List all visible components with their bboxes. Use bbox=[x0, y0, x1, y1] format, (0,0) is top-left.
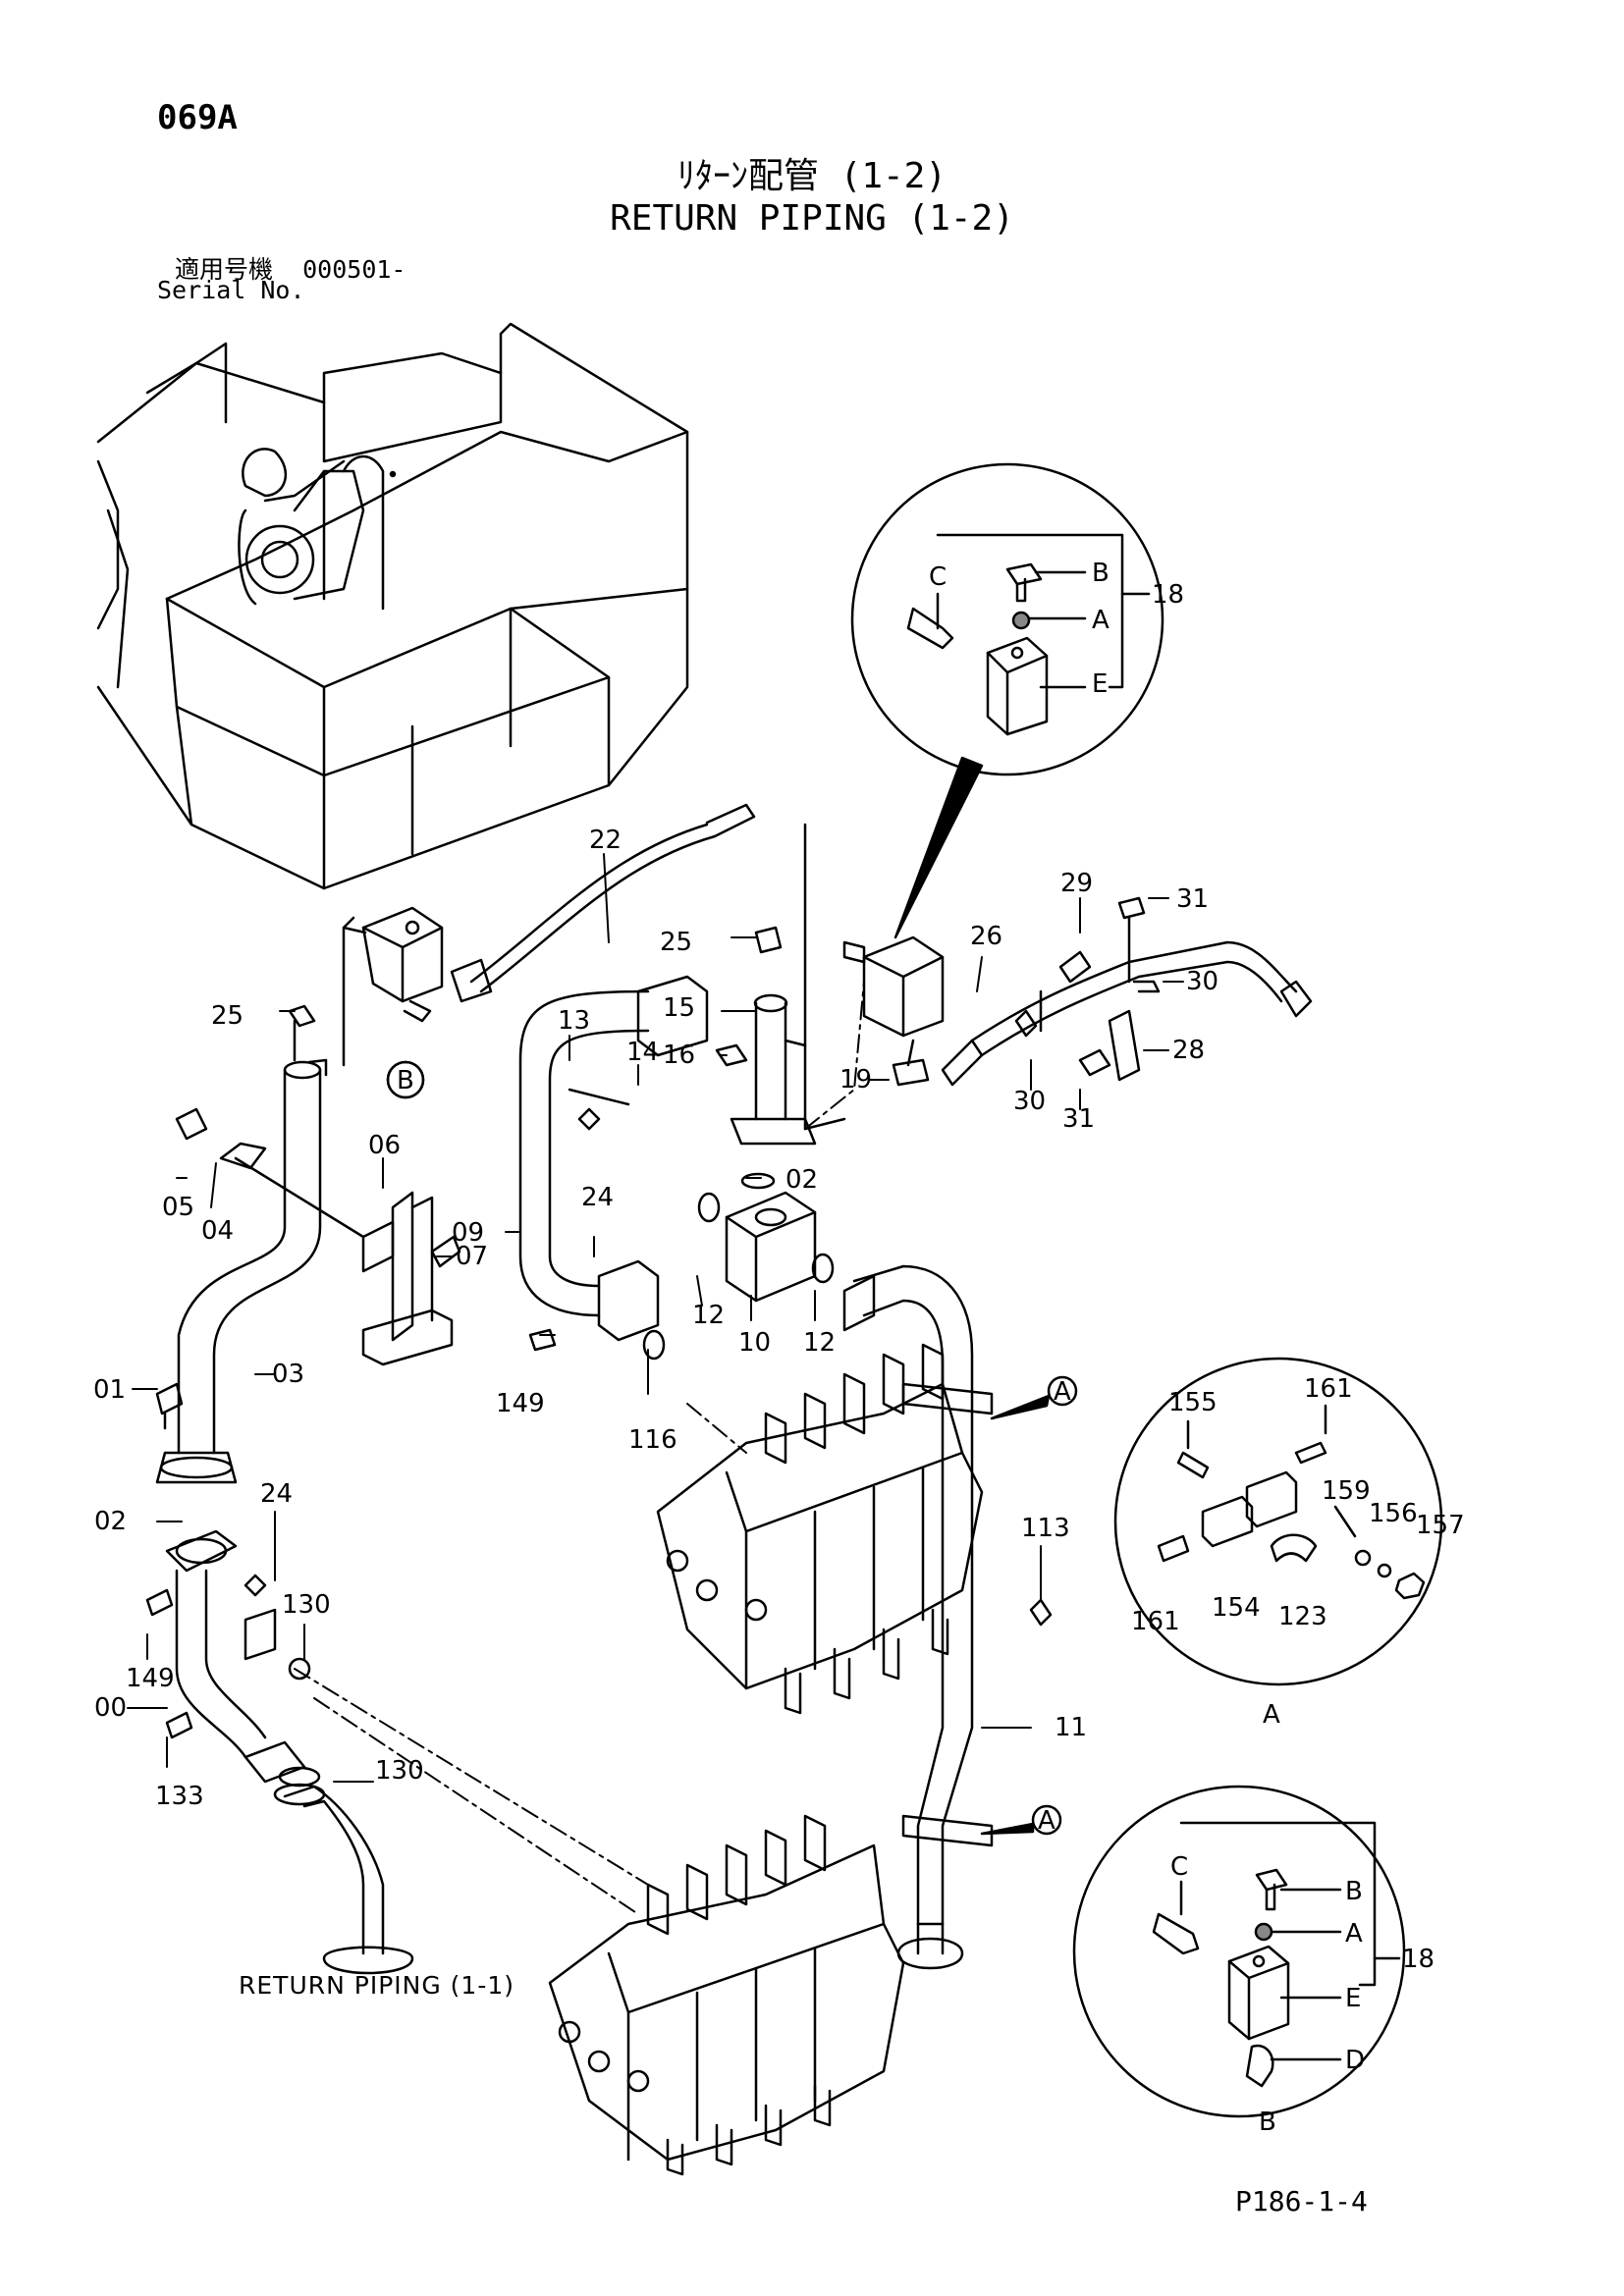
callout-19: 19 bbox=[839, 1065, 872, 1095]
serial-jp-text: 適用号機 bbox=[175, 255, 274, 284]
page-code: 069A bbox=[157, 98, 238, 137]
callout-30b: 30 bbox=[1013, 1087, 1046, 1116]
callout-149a: 149 bbox=[496, 1389, 545, 1418]
control-valve-upper bbox=[656, 1343, 984, 1715]
callout-30a: 30 bbox=[1186, 967, 1218, 996]
serial-number: 000501- bbox=[302, 255, 406, 284]
detail-a-label-159: 159 bbox=[1322, 1476, 1371, 1506]
callout-116: 116 bbox=[628, 1425, 677, 1455]
detail-a-label-161b: 161 bbox=[1131, 1607, 1180, 1636]
callout-22: 22 bbox=[589, 826, 622, 855]
callout-16: 16 bbox=[663, 1041, 695, 1070]
detail-b-top-letter-e: E bbox=[1092, 669, 1108, 699]
detail-b-top-letter-b: B bbox=[1092, 559, 1110, 588]
callout-09: 09 bbox=[452, 1218, 484, 1248]
callout-24a: 24 bbox=[581, 1183, 614, 1212]
callout-10: 10 bbox=[738, 1328, 771, 1358]
marker-a-1: A bbox=[1054, 1377, 1071, 1407]
detail-b-bottom-title: B bbox=[1259, 2108, 1276, 2137]
serial-label-en: Serial No. bbox=[157, 276, 305, 304]
detail-a-label-155: 155 bbox=[1168, 1388, 1218, 1417]
serial-label-jp: 適用号機 000501- bbox=[175, 250, 406, 286]
callout-25a: 25 bbox=[660, 928, 692, 957]
callout-29: 29 bbox=[1060, 869, 1093, 898]
detail-a-label-157: 157 bbox=[1416, 1511, 1465, 1540]
reference-return-piping-1-1: RETURN PIPING (1-1) bbox=[239, 1971, 515, 2000]
callout-06: 06 bbox=[368, 1131, 401, 1160]
callout-01: 01 bbox=[93, 1375, 126, 1405]
detail-a-title: A bbox=[1263, 1700, 1280, 1730]
callout-28: 28 bbox=[1172, 1036, 1205, 1065]
detail-b-bottom-letter-c: C bbox=[1170, 1852, 1188, 1882]
callout-00: 00 bbox=[94, 1693, 127, 1723]
marker-a-2: A bbox=[1038, 1806, 1056, 1836]
callout-07: 07 bbox=[456, 1242, 488, 1271]
detail-a-label-161a: 161 bbox=[1304, 1374, 1353, 1404]
pipe-00-assembly bbox=[145, 1529, 414, 1975]
detail-a: A 155 161 159 156 157 161 154 123 bbox=[1113, 1357, 1465, 1730]
callout-12b: 12 bbox=[803, 1328, 836, 1358]
machine-body bbox=[96, 322, 689, 890]
callout-15: 15 bbox=[663, 993, 695, 1023]
callout-03: 03 bbox=[272, 1360, 304, 1389]
callout-31b: 31 bbox=[1062, 1104, 1095, 1134]
footer-code: P186-1-4 bbox=[1235, 2185, 1368, 2217]
callout-04: 04 bbox=[201, 1216, 234, 1246]
callout-113: 113 bbox=[1021, 1514, 1070, 1543]
detail-b-bottom-letter-b: B bbox=[1345, 1877, 1363, 1906]
callout-130b: 130 bbox=[375, 1756, 424, 1786]
callout-149b: 149 bbox=[126, 1664, 175, 1693]
pipe-09-assembly bbox=[518, 975, 835, 1361]
callout-14: 14 bbox=[626, 1038, 659, 1067]
page-title-jp: ﾘﾀｰﾝ配管 (1-2) bbox=[677, 156, 947, 196]
detail-b-bottom-letter-a: A bbox=[1345, 1919, 1363, 1949]
detail-b-bottom-letter-d: D bbox=[1345, 2046, 1365, 2075]
detail-a-label-123: 123 bbox=[1278, 1602, 1327, 1631]
detail-b-bottom: B 18 C B A E D bbox=[1072, 1785, 1435, 2137]
page-title-en: RETURN PIPING (1-2) bbox=[610, 198, 1014, 239]
callout-numbers: 22 25 25 15 16 19 26 29 31 30 28 30 31 1… bbox=[93, 826, 1218, 1811]
control-valve-lower bbox=[548, 1814, 905, 2176]
filter-15-assembly bbox=[715, 823, 846, 1146]
callout-13: 13 bbox=[558, 1006, 590, 1036]
hose-26-assembly bbox=[842, 896, 1313, 1087]
marker-b: B bbox=[397, 1066, 414, 1095]
detail-a-label-154: 154 bbox=[1212, 1593, 1261, 1623]
detail-b-top-letter-c: C bbox=[929, 562, 947, 592]
callout-133: 133 bbox=[155, 1782, 204, 1811]
detail-b-bottom-part: 18 bbox=[1402, 1945, 1435, 1974]
callout-31a: 31 bbox=[1176, 884, 1209, 914]
callout-11: 11 bbox=[1055, 1713, 1087, 1742]
callout-02b: 02 bbox=[94, 1507, 127, 1536]
callout-02a: 02 bbox=[785, 1165, 818, 1195]
detail-b-top-letter-a: A bbox=[1092, 606, 1110, 635]
detail-a-label-156: 156 bbox=[1369, 1499, 1418, 1528]
callout-25b: 25 bbox=[211, 1001, 244, 1031]
detail-b-top-part: 18 bbox=[1152, 580, 1184, 610]
leader-lines bbox=[127, 853, 1184, 1915]
bracket-06 bbox=[361, 1191, 461, 1366]
callout-26: 26 bbox=[970, 922, 1002, 951]
callout-24b: 24 bbox=[260, 1479, 293, 1509]
callout-12a: 12 bbox=[692, 1301, 725, 1330]
detail-b-top: 18 C B A E bbox=[850, 462, 1184, 939]
pipe-11 bbox=[842, 1264, 1053, 1970]
callout-130a: 130 bbox=[282, 1590, 331, 1620]
callout-markers: A A B bbox=[386, 1060, 1078, 1836]
pipe-03-assembly bbox=[155, 1004, 365, 1484]
detail-b-bottom-letter-e: E bbox=[1345, 1984, 1361, 2013]
callout-05: 05 bbox=[162, 1193, 194, 1222]
